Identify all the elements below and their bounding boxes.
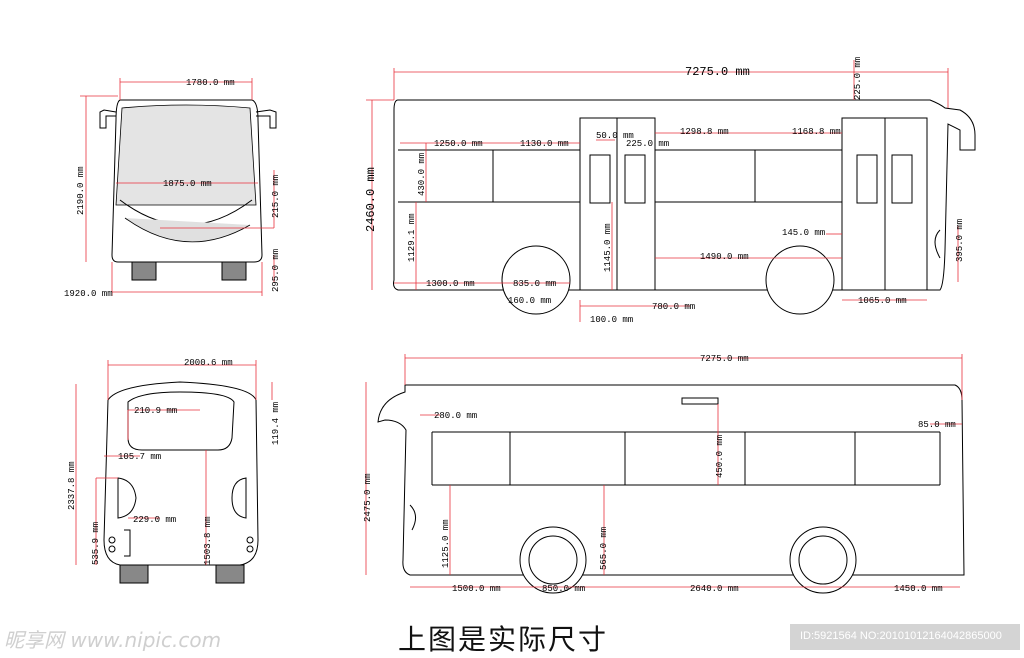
side-rear-door: 1065.0 mm — [858, 296, 907, 306]
rear-view: 2000.6 mm 119.4 mm 210.9 mm 105.7 mm 233… — [67, 358, 281, 584]
front-base-width: 1920.0 mm — [64, 289, 113, 299]
side-w4: 1168.8 mm — [792, 127, 841, 137]
left-front-overhang: 1500.0 mm — [452, 584, 501, 594]
left-front-top: 280.0 mm — [434, 411, 477, 421]
left-length: 7275.0 mm — [700, 354, 749, 364]
left-rear-overhang: 1450.0 mm — [894, 584, 943, 594]
side-door-inner: 225.0 mm — [626, 139, 669, 149]
side-mid-span: 1490.0 mm — [700, 252, 749, 262]
side-roof: 225.0 mm — [853, 57, 863, 100]
side-arch: 160.0 mm — [508, 296, 551, 306]
rear-top-width: 2000.6 mm — [184, 358, 233, 368]
side-length: 7275.0 mm — [685, 65, 750, 79]
left-wheel: 850.0 mm — [542, 584, 585, 594]
watermark: 昵享网 www.nipic.com — [4, 628, 222, 652]
rear-inner-height: 1503.8 mm — [203, 516, 213, 565]
left-sill: 1125.0 mm — [441, 519, 451, 568]
side-w3: 1298.8 mm — [680, 127, 729, 137]
side-view-left: 280.0 mm 7275.0 mm 2475.0 mm 450.0 mm 85… — [363, 354, 965, 594]
rear-top-offset: 119.4 mm — [271, 402, 281, 445]
side-step: 145.0 mm — [782, 228, 825, 238]
image-id-label: ID:5921564 NO:20101012164042865000 — [800, 630, 1002, 642]
left-wheelbase: 2640.0 mm — [690, 584, 739, 594]
side-window-height: 430.0 mm — [417, 153, 427, 196]
side-door-width: 780.0 mm — [652, 302, 695, 312]
side-rear-low: 395.0 mm — [955, 219, 965, 262]
side-door-height: 1145.0 mm — [603, 223, 613, 272]
side-front-overhang: 1300.0 mm — [426, 279, 475, 289]
front-ground: 295.0 mm — [271, 249, 281, 292]
front-height: 2190.0 mm — [76, 166, 86, 215]
left-height: 2475.0 mm — [363, 473, 373, 522]
caption: 上图是实际尺寸 — [398, 623, 609, 656]
left-roof-unit: 450.0 mm — [715, 435, 725, 478]
front-bumper: 215.0 mm — [271, 175, 281, 218]
rear-window-depth: 210.9 mm — [134, 406, 177, 416]
rear-lower: 535.9 mm — [91, 522, 101, 565]
front-view: 1780.0 mm 2190.0 mm 1875.0 mm 215.0 mm 2… — [64, 78, 281, 299]
side-sill: 1129.1 mm — [407, 213, 417, 262]
side-height: 2460.0 mm — [364, 167, 378, 232]
side-w2: 1130.0 mm — [520, 139, 569, 149]
rear-panel-width: 229.0 mm — [133, 515, 176, 525]
side-door-step: 100.0 mm — [590, 315, 633, 325]
id-bar — [790, 624, 1020, 650]
rear-height: 2337.8 mm — [67, 461, 77, 510]
side-door-gap: 50.0 mm — [596, 131, 634, 141]
side-w1: 1250.0 mm — [434, 139, 483, 149]
side-wheel: 835.0 mm — [513, 279, 556, 289]
rear-lamp: 105.7 mm — [118, 452, 161, 462]
front-top-width: 1780.0 mm — [186, 78, 235, 88]
front-mid-width: 1875.0 mm — [163, 179, 212, 189]
left-rear-top: 85.0 mm — [918, 420, 956, 430]
side-view-right: 7275.0 mm 2460.0 mm 225.0 mm 1250.0 mm 1… — [364, 57, 976, 325]
left-mid: 565.0 mm — [599, 527, 609, 570]
